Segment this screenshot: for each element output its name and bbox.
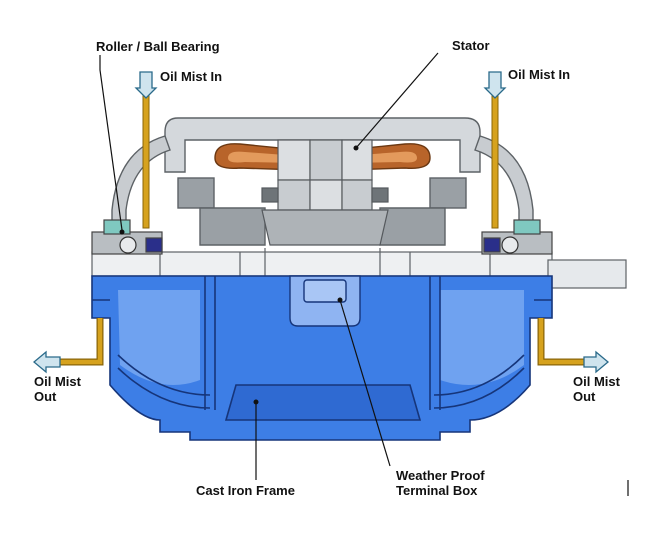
label-terminal-box-2: Terminal Box <box>396 483 478 498</box>
label-oil-mist-in-right: Oil Mist In <box>508 67 570 82</box>
label-cast-iron-frame: Cast Iron Frame <box>196 483 295 498</box>
stator-core <box>261 139 389 246</box>
cast-iron-frame <box>91 275 553 441</box>
oil-tubes <box>60 95 584 366</box>
leader-points <box>119 145 359 405</box>
label-oil-mist-out-right-2: Out <box>573 389 596 404</box>
label-roller-bearing: Roller / Ball Bearing <box>96 39 220 54</box>
leader-lines <box>99 52 439 480</box>
bearing-housing-right <box>481 219 553 255</box>
label-oil-mist-in-left: Oil Mist In <box>160 69 222 84</box>
oil-mist-in-arrow-left-icon <box>134 71 158 99</box>
terminal-box <box>289 275 361 327</box>
label-stator: Stator <box>452 38 490 53</box>
oil-mist-out-arrow-right-icon <box>583 350 610 374</box>
oil-mist-in-arrow-right-icon <box>483 71 507 99</box>
shaft <box>91 248 627 289</box>
oil-mist-out-arrow-left-icon <box>32 350 61 374</box>
label-oil-mist-out-left-1: Oil Mist <box>34 374 82 389</box>
label-oil-mist-out-left-2: Out <box>34 389 57 404</box>
label-terminal-box-1: Weather Proof <box>396 468 485 483</box>
label-oil-mist-out-right-1: Oil Mist <box>573 374 621 389</box>
bearing-housing-left <box>91 219 163 255</box>
